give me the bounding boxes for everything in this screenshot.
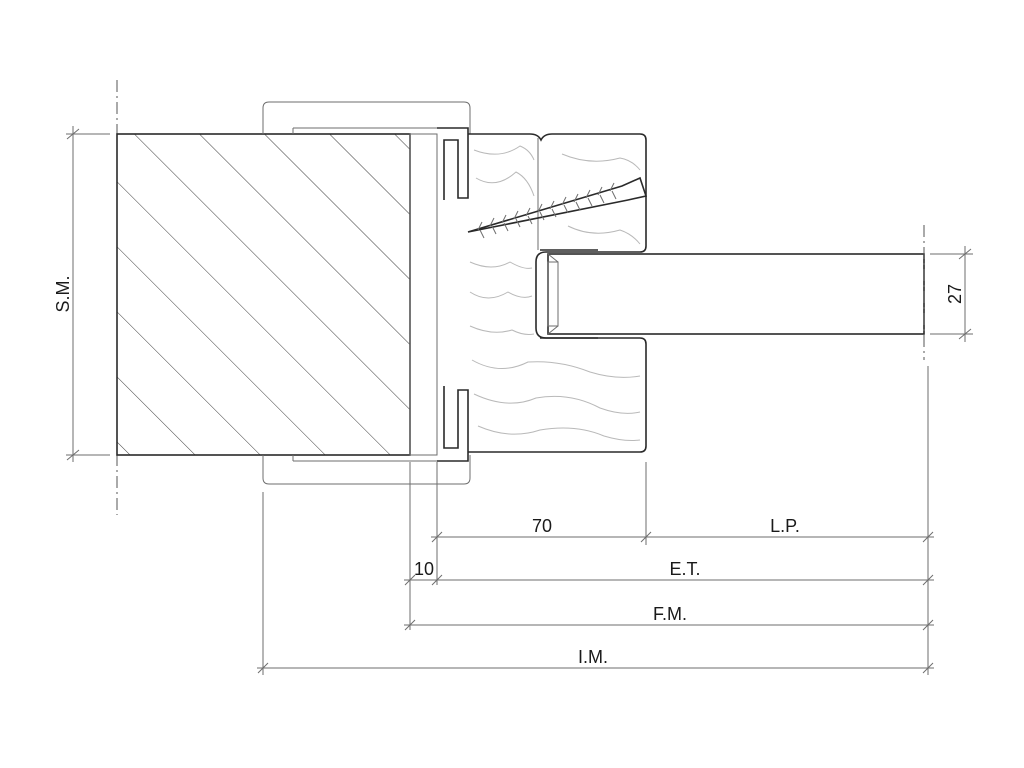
frame-clip-bottom [437,386,469,462]
overall-dimension-label: I.M. [578,647,608,667]
cover-trim-top [262,101,471,134]
external-frame-dimension [404,574,934,586]
cover-trim-bottom [262,455,471,485]
wall-opening-dimension [404,619,934,631]
extension-lines [262,366,929,675]
counterframe [292,127,464,462]
frame-depth-label: 70 [532,516,552,536]
overall-dimension [257,662,934,674]
frame-clip-top [437,127,469,200]
light-passage-label: L.P. [770,516,800,536]
wall-opening-label: F.M. [653,604,687,624]
wall-section [116,133,411,456]
gap-label: 10 [414,559,434,579]
external-frame-label: E.T. [669,559,700,579]
wall-thickness-label: S.M. [53,275,73,312]
door-leaf [540,249,925,339]
wall-thickness-dimension [66,126,110,462]
leaf-thickness-dimension [930,246,973,342]
leaf-thickness-label: 27 [945,284,965,304]
wooden-frame [468,133,647,453]
screw-icon [467,176,648,239]
frame-depth-dimension [431,531,934,543]
